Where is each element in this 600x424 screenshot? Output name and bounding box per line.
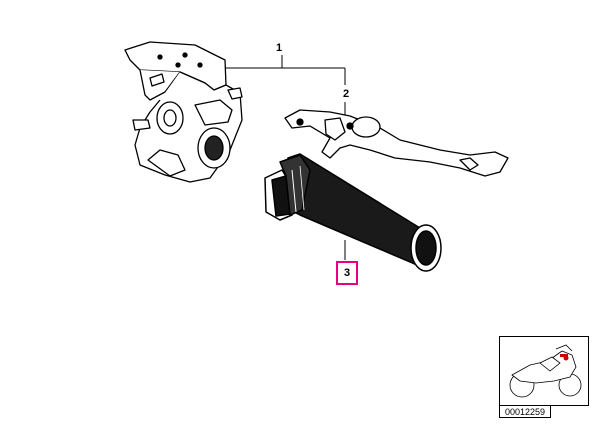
motorcycle-thumbnail-icon xyxy=(509,344,582,398)
throttle-grip-icon[interactable] xyxy=(264,153,442,272)
motorcycle-thumbnail xyxy=(499,336,589,406)
callout-part-2[interactable]: 2 xyxy=(343,88,350,100)
callout-part-3[interactable]: 3 xyxy=(336,261,358,285)
clutch-lever-icon[interactable] xyxy=(284,109,509,177)
diagram-code-label: 00012259 xyxy=(499,405,551,418)
callout-part-1[interactable]: 1 xyxy=(276,42,283,54)
leader-lines xyxy=(225,55,346,260)
switch-housing-icon[interactable] xyxy=(124,41,243,183)
